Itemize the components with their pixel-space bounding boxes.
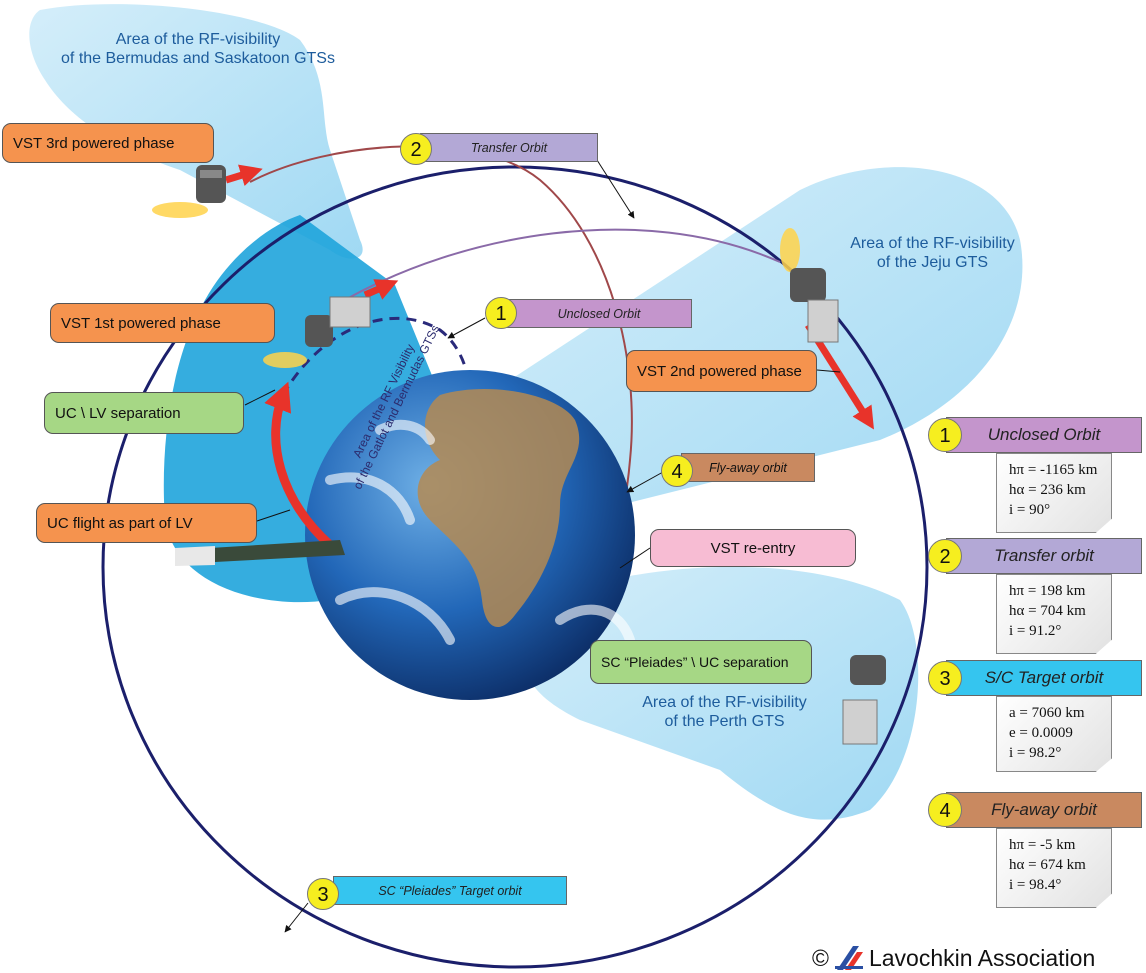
unclosed-orbit-purple: [344, 228, 781, 301]
orbit-panel-params: hπ = -5 km hα = 674 km i = 98.4°: [996, 828, 1112, 908]
callout-sc-uc-separation: SC “Pleiades” \ UC separation: [590, 640, 812, 684]
earth-clouds: [325, 419, 635, 645]
orbit-panel-params: a = 7060 km e = 0.0009 i = 98.2°: [996, 696, 1112, 772]
leader-uc-flight: [256, 509, 291, 522]
area-label-jeju: Area of the RF-visibility of the Jeju GT…: [820, 234, 1045, 272]
orbit-panel-title: Fly-away orbit: [946, 792, 1142, 828]
vst-spacecraft-3rd-phase: [152, 165, 226, 218]
param-apogee: hα = 704 km: [1009, 603, 1086, 619]
callout-vst-2nd-phase: VST 2nd powered phase: [626, 350, 817, 392]
launch-vehicle: [175, 540, 345, 566]
vst-spacecraft-1st-phase: [263, 296, 371, 368]
copyright-text: Lavochkin Association: [868, 944, 1096, 971]
orbit-tag-number-1: 1: [485, 297, 517, 329]
orbit-panel-title: S/C Target orbit: [946, 660, 1142, 696]
vst-1st-phase-arrow: [363, 279, 399, 300]
orbit-tag-number-2: 2: [400, 133, 432, 165]
callout-uc-lv-separation: UC \ LV separation: [44, 392, 244, 434]
orbit-tag-fly-away: Fly-away orbit: [681, 453, 815, 482]
leader-vst-reentry: [619, 547, 651, 569]
orbit-tag-number-4: 4: [661, 455, 693, 487]
leader-transfer-orbit: [596, 159, 635, 219]
leader-fly-away: [626, 471, 664, 493]
rf-area-jeju: [509, 167, 1023, 520]
leader-vst-2nd: [816, 369, 841, 373]
param-perigee: hπ = -5 km: [1009, 837, 1076, 853]
leader-target-orbit: [284, 902, 309, 933]
area-label-line1: Area of the RF-visibility: [642, 694, 807, 711]
lavochkin-logo-icon: [834, 946, 863, 970]
vst-spacecraft-2nd-phase: [780, 228, 839, 343]
leader-unclosed-orbit: [447, 317, 486, 339]
orbit-panel-number: 4: [928, 793, 962, 827]
orbit-tag-target: SC “Pleiades” Target orbit: [333, 876, 567, 905]
area-label-line1: Area of the RF-visibility: [850, 235, 1015, 252]
copyright-symbol: ©: [812, 944, 829, 971]
callout-vst-1st-phase: VST 1st powered phase: [50, 303, 275, 343]
param-inclination: i = 98.4°: [1009, 877, 1062, 893]
callout-vst-3rd-phase: VST 3rd powered phase: [2, 123, 214, 163]
area-label-line2: of the Jeju GTS: [876, 254, 989, 271]
orbit-panel-number: 1: [928, 418, 962, 452]
orbit-panel-title: Unclosed Orbit: [946, 417, 1142, 453]
area-label-line2: of the Perth GTS: [664, 713, 785, 730]
orbit-tag-transfer: Transfer Orbit: [420, 133, 598, 162]
orbit-panel-params: hπ = 198 km hα = 704 km i = 91.2°: [996, 574, 1112, 654]
pleiades-spacecraft: [842, 655, 886, 745]
orbit-panel-number: 3: [928, 661, 962, 695]
copyright-notice: © Lavochkin Association: [812, 944, 1095, 972]
param-perigee: hπ = 198 km: [1009, 583, 1086, 599]
param-inclination: i = 91.2°: [1009, 623, 1062, 639]
lv-flight-arrow: [264, 381, 334, 549]
orbit-tag-unclosed: Unclosed Orbit: [506, 299, 692, 328]
param-inclination: i = 98.2°: [1009, 745, 1062, 761]
target-orbit: [101, 165, 929, 969]
param-perigee: hπ = -1165 km: [1009, 462, 1098, 478]
area-label-line2: of the Bermudas and Saskatoon GTSs: [61, 50, 335, 67]
unclosed-orbit-dashed: [281, 316, 472, 396]
leader-uc-lv-sep: [244, 389, 276, 406]
param-apogee: hα = 674 km: [1009, 857, 1086, 873]
area-label-line1: Area of the RF-visibility: [115, 31, 281, 48]
param-inclination: i = 90°: [1009, 502, 1051, 518]
area-label-perth: Area of the RF-visibility of the Perth G…: [612, 693, 837, 731]
vst-3rd-phase-arrow: [224, 164, 263, 186]
rf-area-perth: [520, 566, 919, 820]
area-label-bermudas-saskatoon: Area of the RF-visibility of the Bermuda…: [48, 30, 348, 68]
param-apogee: hα = 236 km: [1009, 482, 1086, 498]
param-semi-major-axis: a = 7060 km: [1009, 705, 1085, 721]
callout-uc-flight: UC flight as part of LV: [36, 503, 257, 543]
orbit-panel-number: 2: [928, 539, 962, 573]
orbit-tag-number-3: 3: [307, 878, 339, 910]
callout-vst-reentry: VST re-entry: [650, 529, 856, 567]
africa-landmass: [417, 389, 580, 627]
orbit-panel-params: hπ = -1165 km hα = 236 km i = 90°: [996, 453, 1112, 533]
param-eccentricity: e = 0.0009: [1009, 725, 1073, 741]
orbit-panel-title: Transfer orbit: [946, 538, 1142, 574]
